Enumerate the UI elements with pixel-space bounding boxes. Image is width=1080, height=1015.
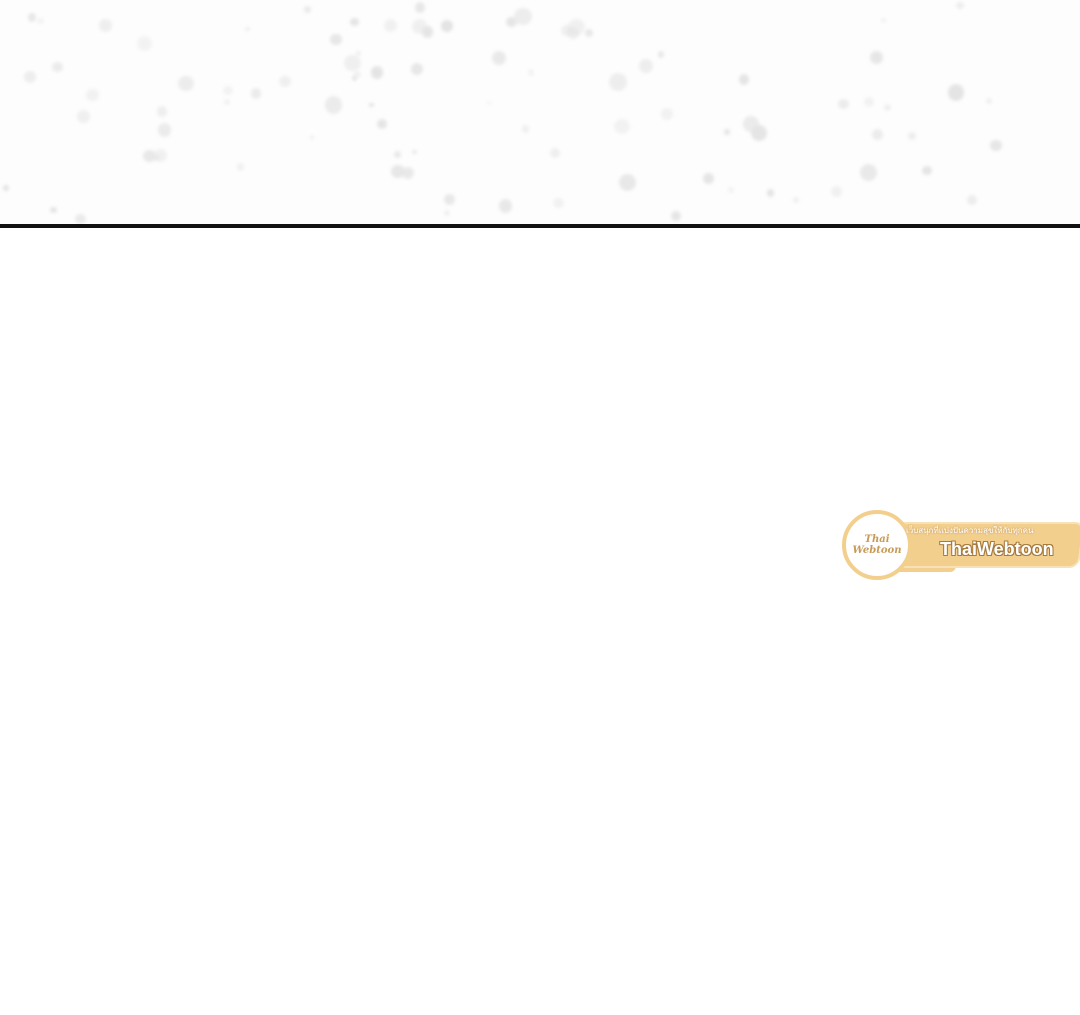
texture-speck	[412, 18, 428, 35]
texture-speck	[410, 62, 424, 75]
texture-speck	[309, 135, 315, 140]
texture-speck	[639, 58, 654, 73]
texture-speck	[567, 27, 579, 40]
texture-speck	[401, 166, 415, 180]
texture-speck	[506, 17, 517, 28]
texture-speck	[884, 103, 892, 111]
texture-speck	[985, 98, 992, 105]
texture-speck	[441, 19, 454, 32]
texture-speck	[223, 99, 230, 105]
texture-speck	[872, 129, 883, 140]
texture-speck	[947, 84, 965, 101]
texture-speck	[351, 76, 357, 81]
texture-speck	[421, 26, 433, 38]
thaiwebtoon-watermark: Thai Webtoon เว็บสนุกที่แบ่งปันความสุขให…	[836, 510, 1080, 580]
texture-speck	[143, 149, 156, 163]
texture-speck	[156, 106, 168, 117]
texture-speck	[838, 99, 849, 110]
texture-speck	[614, 118, 630, 135]
texture-speck	[37, 17, 44, 25]
texture-speck	[660, 108, 674, 121]
texture-speck	[585, 29, 594, 37]
texture-speck	[869, 50, 883, 64]
texture-speck	[384, 19, 397, 32]
texture-speck	[967, 194, 978, 206]
watermark-tagline: เว็บสนุกที่แบ่งปันความสุขให้กับทุกคน	[906, 526, 1034, 535]
texture-speck	[154, 148, 168, 163]
texture-speck	[370, 65, 384, 79]
texture-speck	[330, 33, 343, 46]
texture-speck	[498, 199, 513, 213]
watermark-name: ThaiWebtoon	[940, 539, 1054, 559]
texture-speck	[444, 194, 456, 206]
texture-speck	[2, 185, 10, 192]
texture-speck	[223, 85, 233, 96]
texture-speck	[487, 100, 492, 105]
texture-speck	[178, 75, 194, 92]
texture-speck	[881, 18, 887, 24]
texture-speck	[738, 74, 750, 85]
texture-speck	[393, 150, 401, 158]
texture-speck	[352, 70, 361, 79]
texture-speck	[863, 97, 875, 108]
texture-speck	[444, 210, 450, 216]
texture-speck	[52, 61, 63, 73]
texture-speck	[279, 75, 291, 88]
watermark-logo: Thai Webtoon	[852, 534, 902, 556]
comic-panel-top	[0, 0, 1080, 225]
texture-speck	[391, 165, 405, 179]
texture-speck	[521, 125, 530, 133]
texture-speck	[728, 187, 735, 194]
texture-speck	[76, 109, 90, 123]
texture-speck	[412, 149, 417, 155]
texture-speck	[956, 1, 965, 10]
texture-speck	[414, 1, 426, 13]
texture-speck	[99, 19, 113, 33]
texture-speck	[136, 36, 152, 52]
texture-speck	[793, 197, 799, 203]
texture-speck	[553, 198, 564, 209]
texture-speck	[766, 188, 775, 197]
texture-speck	[324, 96, 343, 114]
texture-speck	[250, 88, 262, 100]
texture-speck	[550, 147, 561, 158]
texture-speck	[304, 6, 311, 14]
texture-speck	[751, 125, 767, 142]
texture-speck	[245, 26, 250, 32]
texture-speck	[75, 214, 86, 225]
texture-speck	[377, 118, 388, 129]
texture-speck	[723, 129, 730, 136]
texture-speck	[514, 7, 532, 26]
texture-speck	[369, 102, 374, 108]
texture-speck	[907, 131, 916, 141]
texture-speck	[702, 173, 714, 185]
texture-speck	[609, 73, 627, 91]
texture-speck	[236, 163, 245, 172]
texture-speck	[344, 54, 361, 71]
texture-speck	[157, 123, 172, 137]
texture-speck	[50, 206, 57, 214]
texture-speck	[27, 13, 37, 22]
texture-speck	[860, 164, 878, 182]
texture-speck	[560, 25, 572, 37]
texture-speck	[989, 139, 1002, 152]
panel-divider	[0, 224, 1080, 228]
texture-speck	[86, 88, 100, 102]
texture-speck	[657, 51, 665, 58]
texture-speck	[350, 17, 359, 27]
texture-speck	[922, 165, 932, 176]
texture-speck	[830, 185, 843, 198]
texture-speck	[527, 69, 535, 77]
watermark-logo-badge: Thai Webtoon	[842, 510, 912, 580]
texture-speck	[670, 211, 681, 222]
texture-speck	[355, 50, 361, 56]
texture-speck	[619, 173, 637, 191]
texture-speck	[492, 50, 507, 65]
texture-speck	[24, 71, 36, 83]
